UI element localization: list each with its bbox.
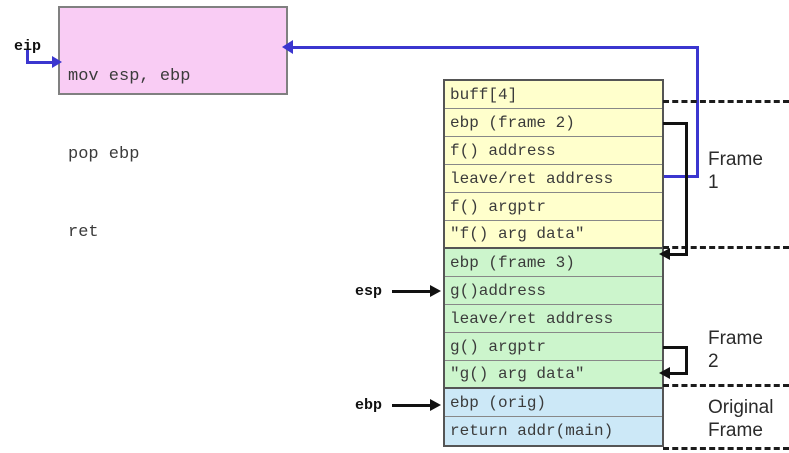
stack-cell-label: "f() arg data" xyxy=(450,225,585,243)
stack-cell-label: ebp (orig) xyxy=(450,393,547,412)
esp-arrow-head-icon xyxy=(430,285,441,297)
stack-row: leave/ret address xyxy=(445,165,662,193)
stack-row: ebp (frame 3) xyxy=(445,249,662,277)
stack-row: leave/ret address xyxy=(445,305,662,333)
stack-row: return addr(main) xyxy=(445,417,662,445)
stack-cell-label: ebp (frame 2) xyxy=(450,113,575,132)
eip-arrow-vertical-icon xyxy=(26,50,29,63)
frame-separator-dashed xyxy=(663,384,789,387)
frame-1-label: Frame 1 xyxy=(708,149,763,193)
stack-cell-label: g() argptr xyxy=(450,337,547,356)
return-pointer-arrowhead-icon xyxy=(282,40,293,54)
original-frame-label: Original Frame xyxy=(708,397,774,441)
stack-cell-label: f() address xyxy=(450,141,556,160)
code-line-1: pop ebp xyxy=(68,145,140,164)
stack-cell-label: leave/ret address xyxy=(450,169,614,188)
saved-ebp-link-vertical xyxy=(685,122,688,256)
stack-row: "f() arg data" xyxy=(445,221,662,249)
stack-diagram: buff[4] ebp (frame 2) f() address leave/… xyxy=(443,79,664,447)
stack-cell-label: g()address xyxy=(450,281,547,300)
stack-row: g() argptr xyxy=(445,333,662,361)
stack-row: f() argptr xyxy=(445,193,662,221)
return-pointer-horizontal-bottom xyxy=(663,175,699,178)
eip-arrow-stem-icon xyxy=(26,61,54,64)
frame-separator-dashed xyxy=(663,447,789,450)
stack-cell-label: leave/ret address xyxy=(450,309,614,328)
eip-arrow-head-icon xyxy=(52,56,62,68)
frame-2-label: Frame 2 xyxy=(708,328,763,372)
stack-row: ebp (orig) xyxy=(445,389,662,417)
argptr-link-bottom xyxy=(669,372,688,375)
stack-row: buff[4] xyxy=(445,81,662,109)
eip-register-label: eip xyxy=(14,38,42,55)
frame-separator-dashed xyxy=(663,100,789,103)
frame-separator-dashed xyxy=(663,246,789,249)
ebp-arrow-head-icon xyxy=(430,399,441,411)
stack-cell-label: "g() arg data" xyxy=(450,365,585,383)
return-pointer-horizontal-top xyxy=(290,46,699,49)
stack-row: g()address xyxy=(445,277,662,305)
stack-row: f() address xyxy=(445,137,662,165)
esp-arrow-stem-icon xyxy=(392,290,432,293)
saved-ebp-link-arrowhead-icon xyxy=(659,248,670,260)
code-line-2: ret xyxy=(68,223,99,242)
stack-row: ebp (frame 2) xyxy=(445,109,662,137)
argptr-link-vertical xyxy=(685,346,688,375)
ebp-arrow-stem-icon xyxy=(392,404,432,407)
argptr-link-top xyxy=(663,346,688,349)
esp-register-label: esp xyxy=(355,283,383,300)
code-box: mov esp, ebp pop ebp ret xyxy=(58,6,288,242)
stack-row: "g() arg data" xyxy=(445,361,662,389)
return-pointer-vertical xyxy=(696,46,699,178)
stack-cell-label: return addr(main) xyxy=(450,422,614,440)
stack-cell-label: f() argptr xyxy=(450,197,547,216)
stack-cell-label: ebp (frame 3) xyxy=(450,253,575,272)
code-line-0: mov esp, ebp xyxy=(68,67,191,86)
stack-cell-label: buff[4] xyxy=(450,85,518,104)
ebp-register-label: ebp xyxy=(355,397,383,414)
saved-ebp-link-bottom xyxy=(669,253,688,256)
argptr-link-arrowhead-icon xyxy=(659,367,670,379)
saved-ebp-link-top xyxy=(663,122,688,125)
code-listing: mov esp, ebp pop ebp ret xyxy=(68,12,190,298)
